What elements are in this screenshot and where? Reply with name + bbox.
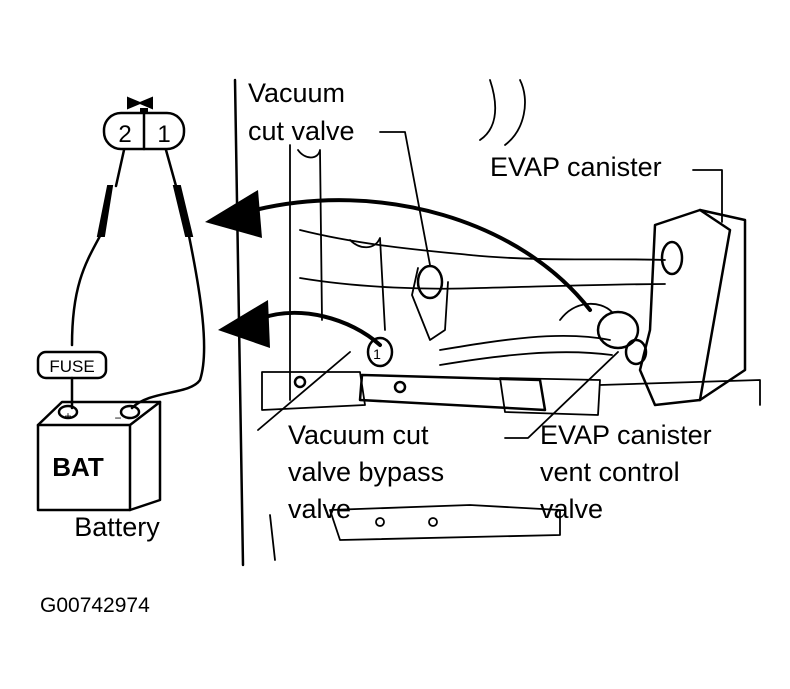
connector-pin-2: 2 (118, 121, 131, 148)
wheel-well-arc (479, 79, 497, 141)
callout-vent-control-valve: EVAP canister vent control valve (540, 420, 712, 524)
figure-id: G00742974 (40, 594, 150, 617)
left-probe-handle (96, 185, 114, 237)
bypass-valve-line-3: valve (288, 494, 351, 524)
wheel-well-arc-2 (504, 79, 526, 146)
battery-positive-terminal (57, 404, 79, 420)
battery-case (36, 400, 162, 512)
vacuum-cut-valve-line-1: Vacuum (248, 78, 345, 108)
evap-canister-label: EVAP canister (490, 152, 662, 182)
vent-control-valve-line-3: valve (540, 494, 603, 524)
battery-caption: Battery (74, 512, 160, 542)
lower-arrow-head-icon (218, 300, 270, 348)
hose-upper (299, 229, 666, 261)
hose-lower (299, 277, 666, 290)
lower-arrow-shaft (260, 310, 382, 347)
left-probe-tip (114, 148, 126, 188)
leader-evap-canister (692, 169, 723, 223)
battery-case-text: BAT (52, 452, 104, 482)
leader-bypass-valve (257, 351, 351, 431)
right-probe-tip (164, 148, 178, 188)
left-lead-wire (70, 234, 102, 347)
tube-right (349, 237, 386, 331)
evap-canister-side (698, 208, 747, 402)
callout-bypass-valve: Vacuum cut valve bypass valve (288, 420, 444, 524)
bypass-valve-body (366, 336, 394, 368)
tube-left-2 (297, 149, 323, 321)
callout-vacuum-cut-valve: Vacuum cut valve (248, 78, 355, 146)
bypass-valve-line-1: Vacuum cut (288, 420, 429, 450)
connector-marker-icon (127, 96, 153, 110)
negative-sign: − (114, 411, 121, 425)
rail-bolt-2 (428, 517, 438, 527)
fuse-label: FUSE (49, 357, 94, 376)
connector-key (140, 108, 148, 114)
floor-panel-edge (599, 379, 761, 406)
canister-port-upper (660, 240, 684, 276)
battery-negative-terminal (119, 404, 141, 420)
leader-vent-control-valve (504, 351, 619, 439)
mounting-bracket (358, 373, 547, 412)
vacuum-cut-valve-bracket (411, 267, 449, 341)
right-lead-wire (130, 234, 206, 410)
floor-panel-right (499, 377, 601, 416)
rail-bolt-1 (375, 517, 385, 527)
bracket-bolt (393, 380, 407, 394)
vent-control-valve-line-1: EVAP canister (540, 420, 712, 450)
bypass-valve-line-2: valve bypass (288, 457, 444, 487)
upper-arrow-head-icon (205, 190, 262, 238)
hose-middle-2 (439, 351, 613, 366)
right-probe-handle (172, 185, 194, 237)
evap-canister-body (638, 208, 732, 407)
callout-evap-canister: EVAP canister (490, 152, 662, 182)
vacuum-cut-valve-line-2: cut valve (248, 116, 355, 146)
lower-rail-post (269, 514, 276, 561)
vent-control-valve-body (596, 310, 640, 350)
bypass-valve-pin: 1 (373, 346, 381, 362)
removal-arrows (205, 190, 592, 348)
battery: + − BAT Battery (36, 400, 162, 542)
upper-arrow-shaft (253, 198, 592, 312)
leader-lines (257, 131, 723, 439)
vent-control-valve-line-2: vent control (540, 457, 680, 487)
vent-control-valve-connector (624, 338, 648, 366)
positive-sign: + (64, 409, 71, 423)
battery-top-edge (36, 400, 162, 427)
floor-bolt (293, 375, 307, 389)
vacuum-cut-valve-body (416, 264, 444, 300)
floor-panel-left (261, 371, 366, 411)
leader-vacuum-cut-valve (379, 131, 431, 266)
lower-rail (329, 504, 561, 541)
connector: 2 1 (102, 96, 186, 151)
hose-middle (439, 334, 611, 351)
connector-pin-1: 1 (157, 121, 170, 148)
test-leads: FUSE (36, 148, 206, 410)
